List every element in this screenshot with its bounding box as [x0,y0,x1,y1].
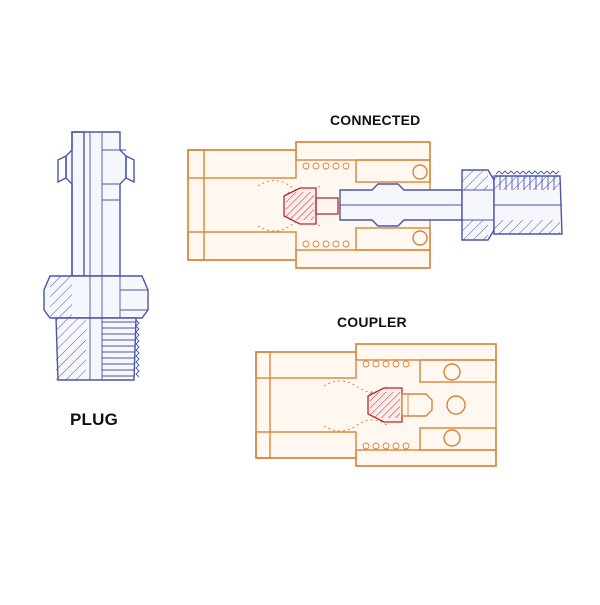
connected-assembly [187,141,563,269]
coupler-label: COUPLER [337,314,407,330]
connected-label: CONNECTED [330,112,421,128]
plug-label-text: PLUG [70,410,119,429]
plug-drawing [43,131,149,381]
coupler-assembly [255,343,497,467]
